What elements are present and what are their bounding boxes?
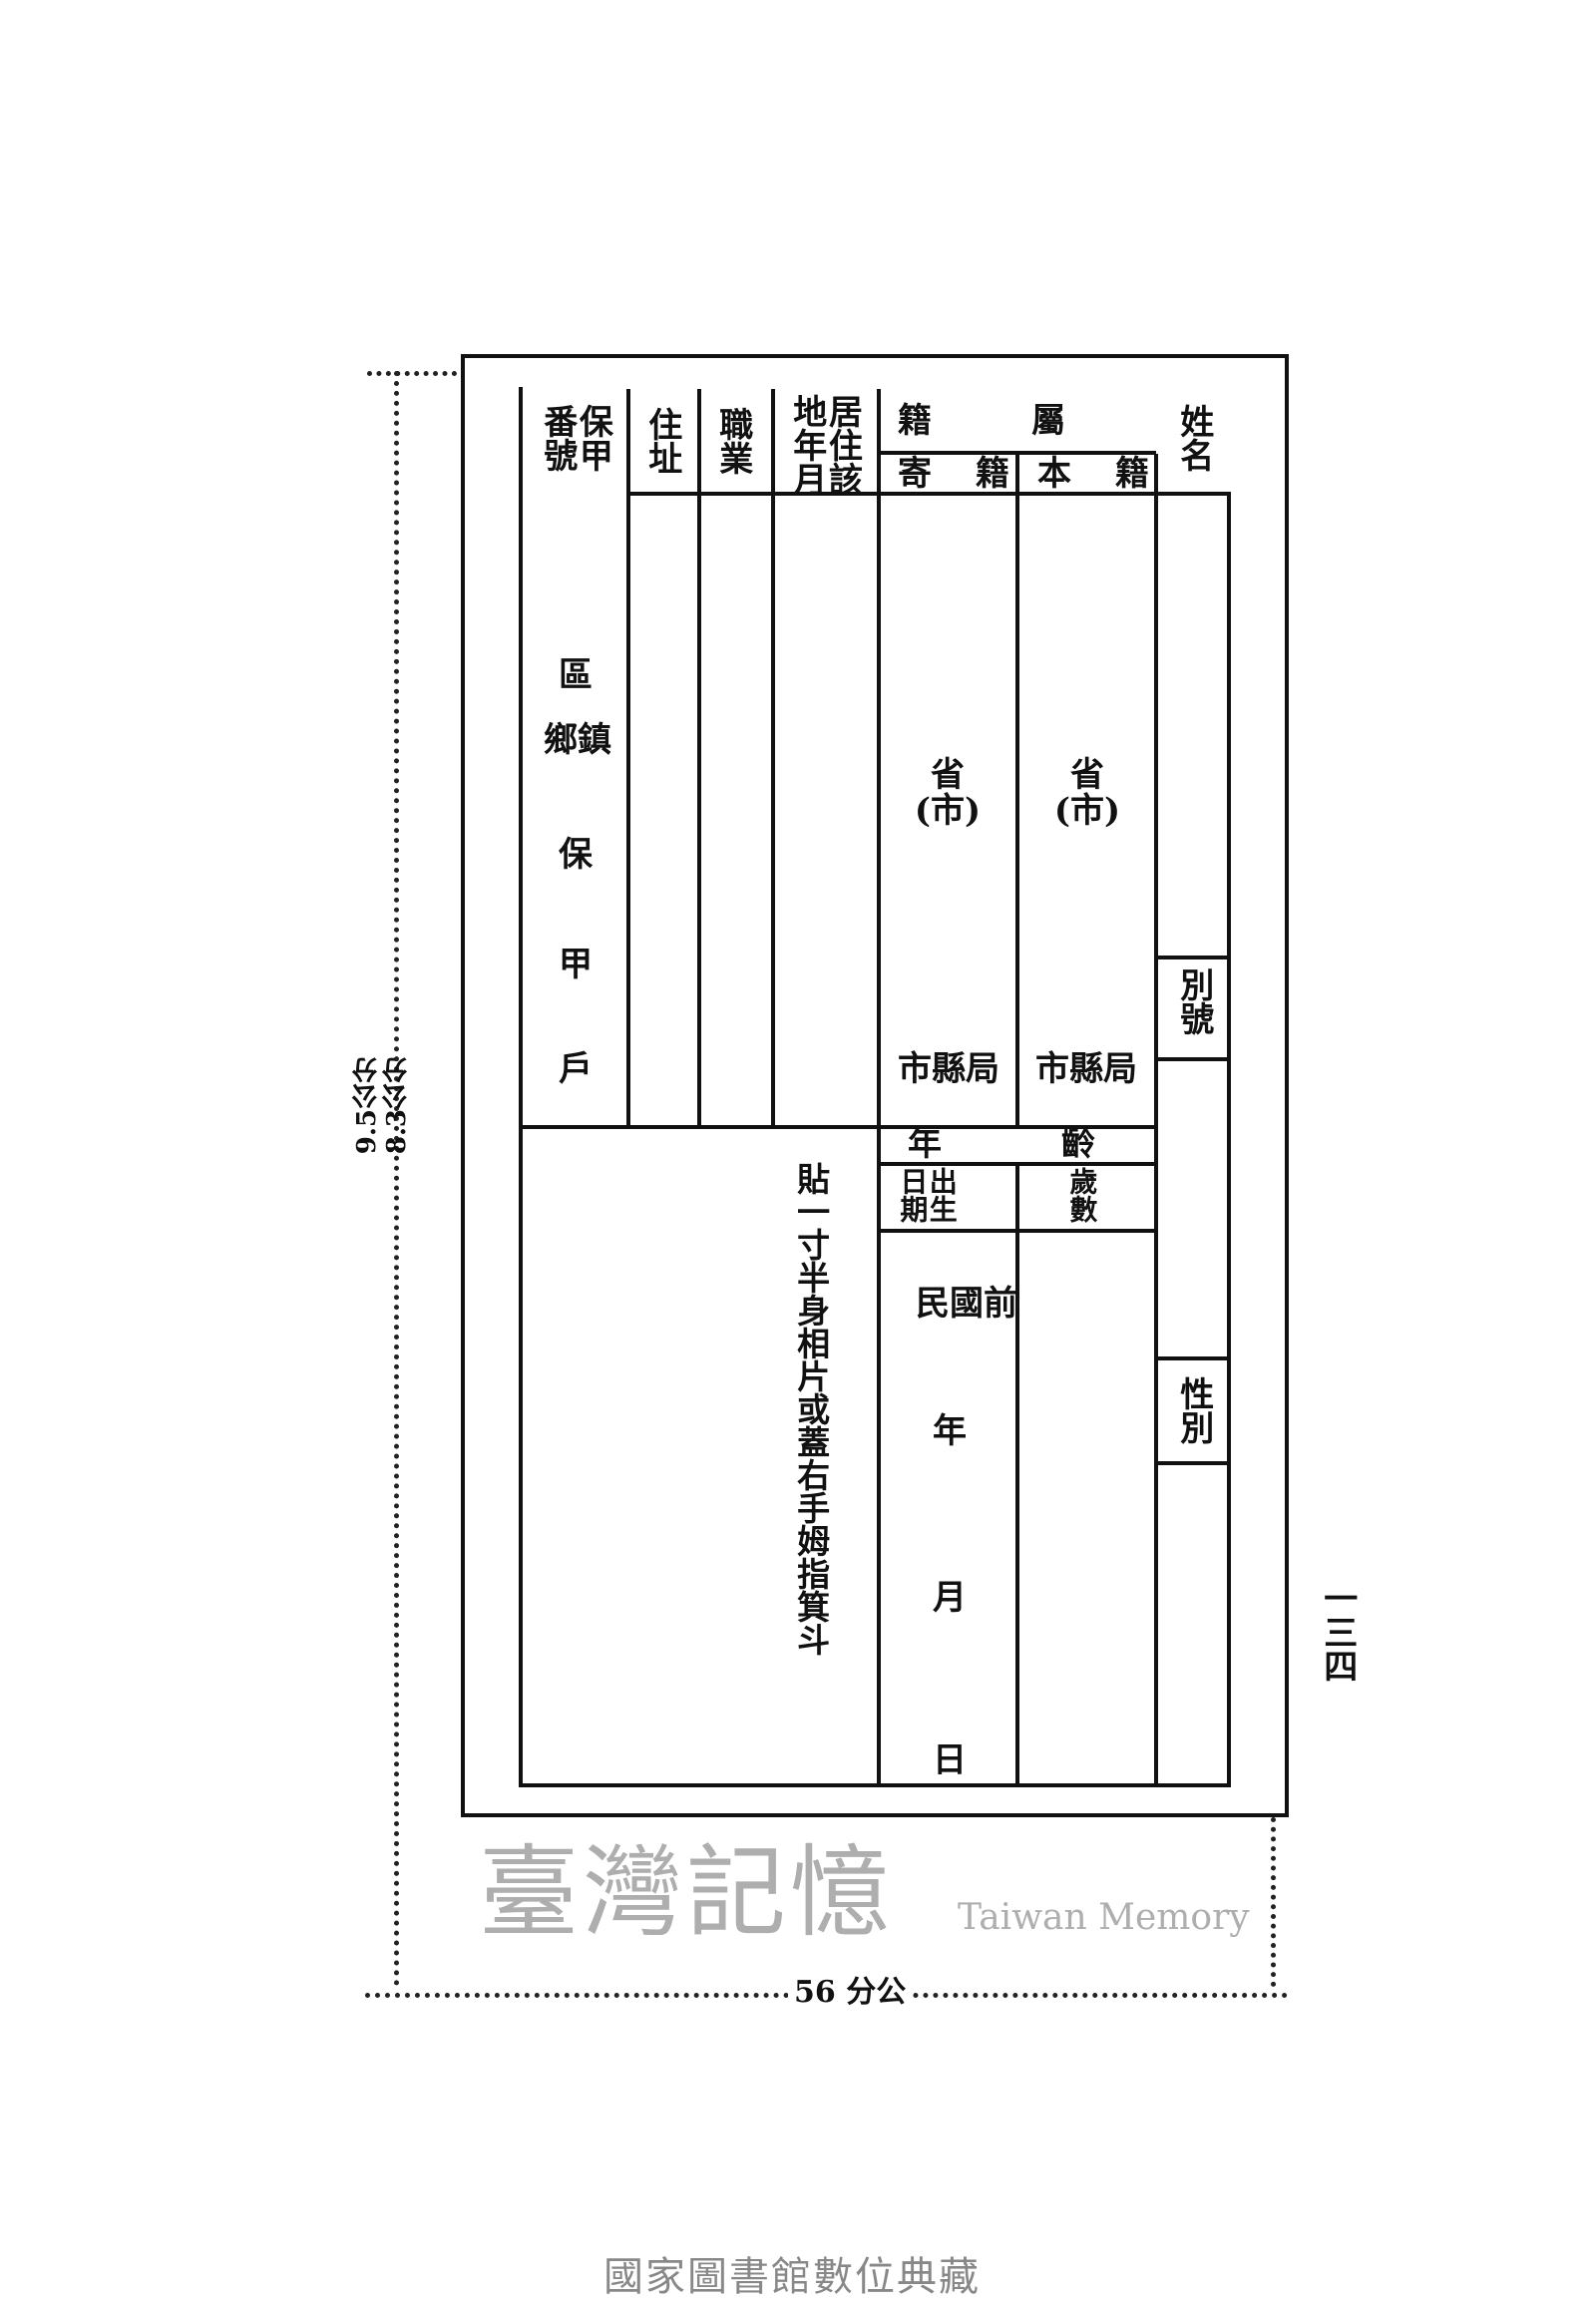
temp-province-label: 省(市): [914, 755, 982, 831]
field-household: 戶: [559, 1049, 593, 1089]
col-line: [1015, 1162, 1019, 1783]
age-line: [880, 1162, 1156, 1166]
header-age: 年齡: [908, 1124, 1215, 1164]
watermark-cn: 臺灣記憶: [479, 1834, 894, 1951]
page-number: 一三四: [1317, 1581, 1358, 1683]
col-line: [626, 389, 630, 1125]
field-district: 區: [559, 655, 593, 695]
field-township: 鄉鎮: [544, 720, 611, 760]
origin-county-label: 市縣局: [1035, 1049, 1137, 1089]
col-line: [1154, 454, 1158, 1785]
header-domicile-origin: 本籍: [1037, 454, 1193, 494]
frame-right: [1285, 354, 1289, 1817]
header-years: 歲數: [1065, 1167, 1099, 1223]
header-sex: 性別: [1173, 1376, 1214, 1444]
footer-credit: 國家圖書館數位典藏: [603, 2254, 981, 2300]
field-jia: 甲: [559, 945, 593, 984]
birth-header-line: [880, 1229, 1156, 1233]
sex-bottom: [1157, 1461, 1229, 1465]
photo-note: 貼一寸半身相片或蓋右手姆指箕斗: [791, 1162, 831, 1656]
col-line: [697, 389, 701, 1125]
header-address: 住址: [641, 407, 682, 475]
table-left: [519, 387, 523, 1785]
header-birth-date: 出生日期: [896, 1167, 959, 1223]
table-right: [1227, 492, 1231, 1785]
header-bottom: [628, 492, 1229, 496]
alias-bottom: [1157, 1057, 1229, 1061]
watermark-en: Taiwan Memory: [958, 1897, 1250, 1938]
measure-left-dotted: [394, 371, 399, 1987]
width-label: 56 分公: [788, 1977, 913, 2009]
header-domicile: 籍屬: [898, 401, 1165, 441]
birth-era: 民國前: [916, 1284, 1017, 1324]
header-residence-since: 居住該地年月: [786, 394, 863, 496]
origin-province-label: 省(市): [1053, 755, 1121, 831]
frame-top: [461, 354, 1289, 358]
col-line: [1015, 454, 1019, 1125]
mid-line: [519, 1125, 1156, 1129]
header-baojia-no: 保甲番號: [537, 404, 613, 472]
header-occupation: 職業: [712, 407, 753, 475]
birth-month: 月: [933, 1578, 967, 1618]
col-line: [771, 389, 775, 1125]
measure-right-dotted: [1271, 1817, 1276, 1987]
header-name: 姓名: [1173, 404, 1214, 472]
field-bao: 保: [559, 835, 593, 875]
alias-top: [1157, 956, 1229, 959]
height-inner-label: 8.3公分: [382, 1057, 412, 1155]
table-bottom: [519, 1783, 1231, 1787]
height-outer-label: 9.5公分: [352, 1057, 382, 1155]
measure-top-dotted: [367, 371, 457, 376]
frame-bottom: [461, 1813, 1289, 1817]
frame-left: [461, 354, 465, 1817]
sex-top: [1157, 1356, 1229, 1360]
birth-day: 日: [933, 1740, 967, 1780]
col-line: [877, 389, 881, 1785]
domicile-sub-line: [880, 451, 1156, 455]
header-domicile-temp: 寄籍: [898, 454, 1053, 494]
birth-year: 年: [933, 1411, 967, 1451]
header-alias: 別號: [1173, 967, 1214, 1035]
temp-county-label: 市縣局: [898, 1049, 999, 1089]
